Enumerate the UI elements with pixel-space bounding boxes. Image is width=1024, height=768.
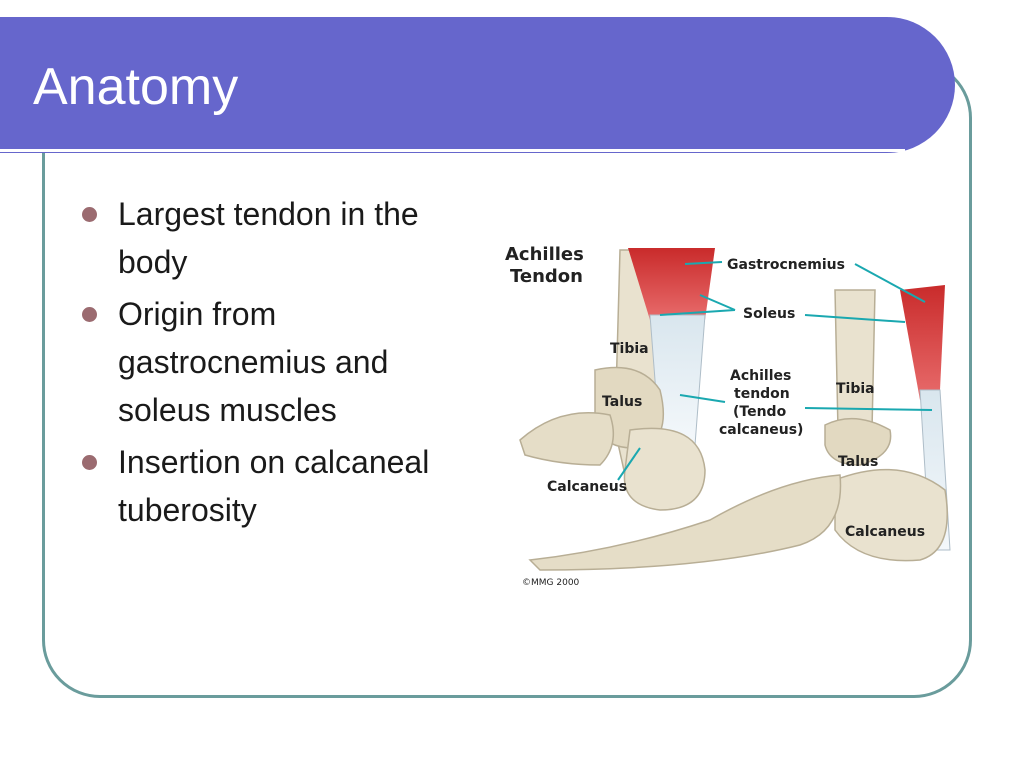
gastrocnemius-muscle-left xyxy=(628,248,715,320)
leader-lines xyxy=(617,261,933,481)
label-achilles-line4: calcaneus) xyxy=(719,422,803,438)
bullet-list: Largest tendon in the body Origin from g… xyxy=(80,190,470,538)
bullet-dot-icon xyxy=(82,307,97,322)
slide-frame xyxy=(42,60,972,698)
calcaneus-bone-right xyxy=(834,468,948,562)
calcaneus-bone-left xyxy=(623,427,706,511)
figure-labels: Achilles Tendon Gastrocnemius Soleus Tib… xyxy=(505,244,925,588)
title-underline xyxy=(0,149,905,152)
bullet-item: Insertion on calcaneal tuberosity xyxy=(80,438,470,534)
label-achilles-line3: (Tendo xyxy=(733,404,787,420)
bullet-dot-icon xyxy=(82,455,97,470)
gastrocnemius-muscle-right xyxy=(900,285,945,400)
label-tibia-right: Tibia xyxy=(836,381,875,397)
figure-heading-line2: Tendon xyxy=(510,266,583,287)
label-talus-left: Talus xyxy=(602,394,642,410)
bullet-item: Largest tendon in the body xyxy=(80,190,470,286)
label-tibia-left: Tibia xyxy=(610,341,649,357)
title-bar: Anatomy xyxy=(0,17,955,153)
label-calcaneus-right: Calcaneus xyxy=(845,524,925,540)
label-calcaneus-left: Calcaneus xyxy=(547,479,627,495)
label-talus-right: Talus xyxy=(838,454,878,470)
bullet-item: Origin from gastrocnemius and soleus mus… xyxy=(80,290,470,434)
bullet-dot-icon xyxy=(82,207,97,222)
label-soleus: Soleus xyxy=(743,306,795,322)
slide-title: Anatomy xyxy=(33,58,239,116)
label-gastrocnemius: Gastrocnemius xyxy=(727,257,845,273)
foot-bones-left xyxy=(519,412,615,466)
label-achilles-line1: Achilles xyxy=(730,368,791,384)
foot-bones-right xyxy=(528,474,842,571)
talus-bone-right xyxy=(824,417,892,466)
achilles-anatomy-figure: Achilles Tendon Gastrocnemius Soleus Tib… xyxy=(500,230,970,590)
figure-copyright: ©MMG 2000 xyxy=(522,578,580,588)
figure-heading-line1: Achilles xyxy=(505,244,584,265)
anatomy-illustration: Achilles Tendon Gastrocnemius Soleus Tib… xyxy=(505,244,951,588)
label-achilles-line2: tendon xyxy=(734,386,790,402)
